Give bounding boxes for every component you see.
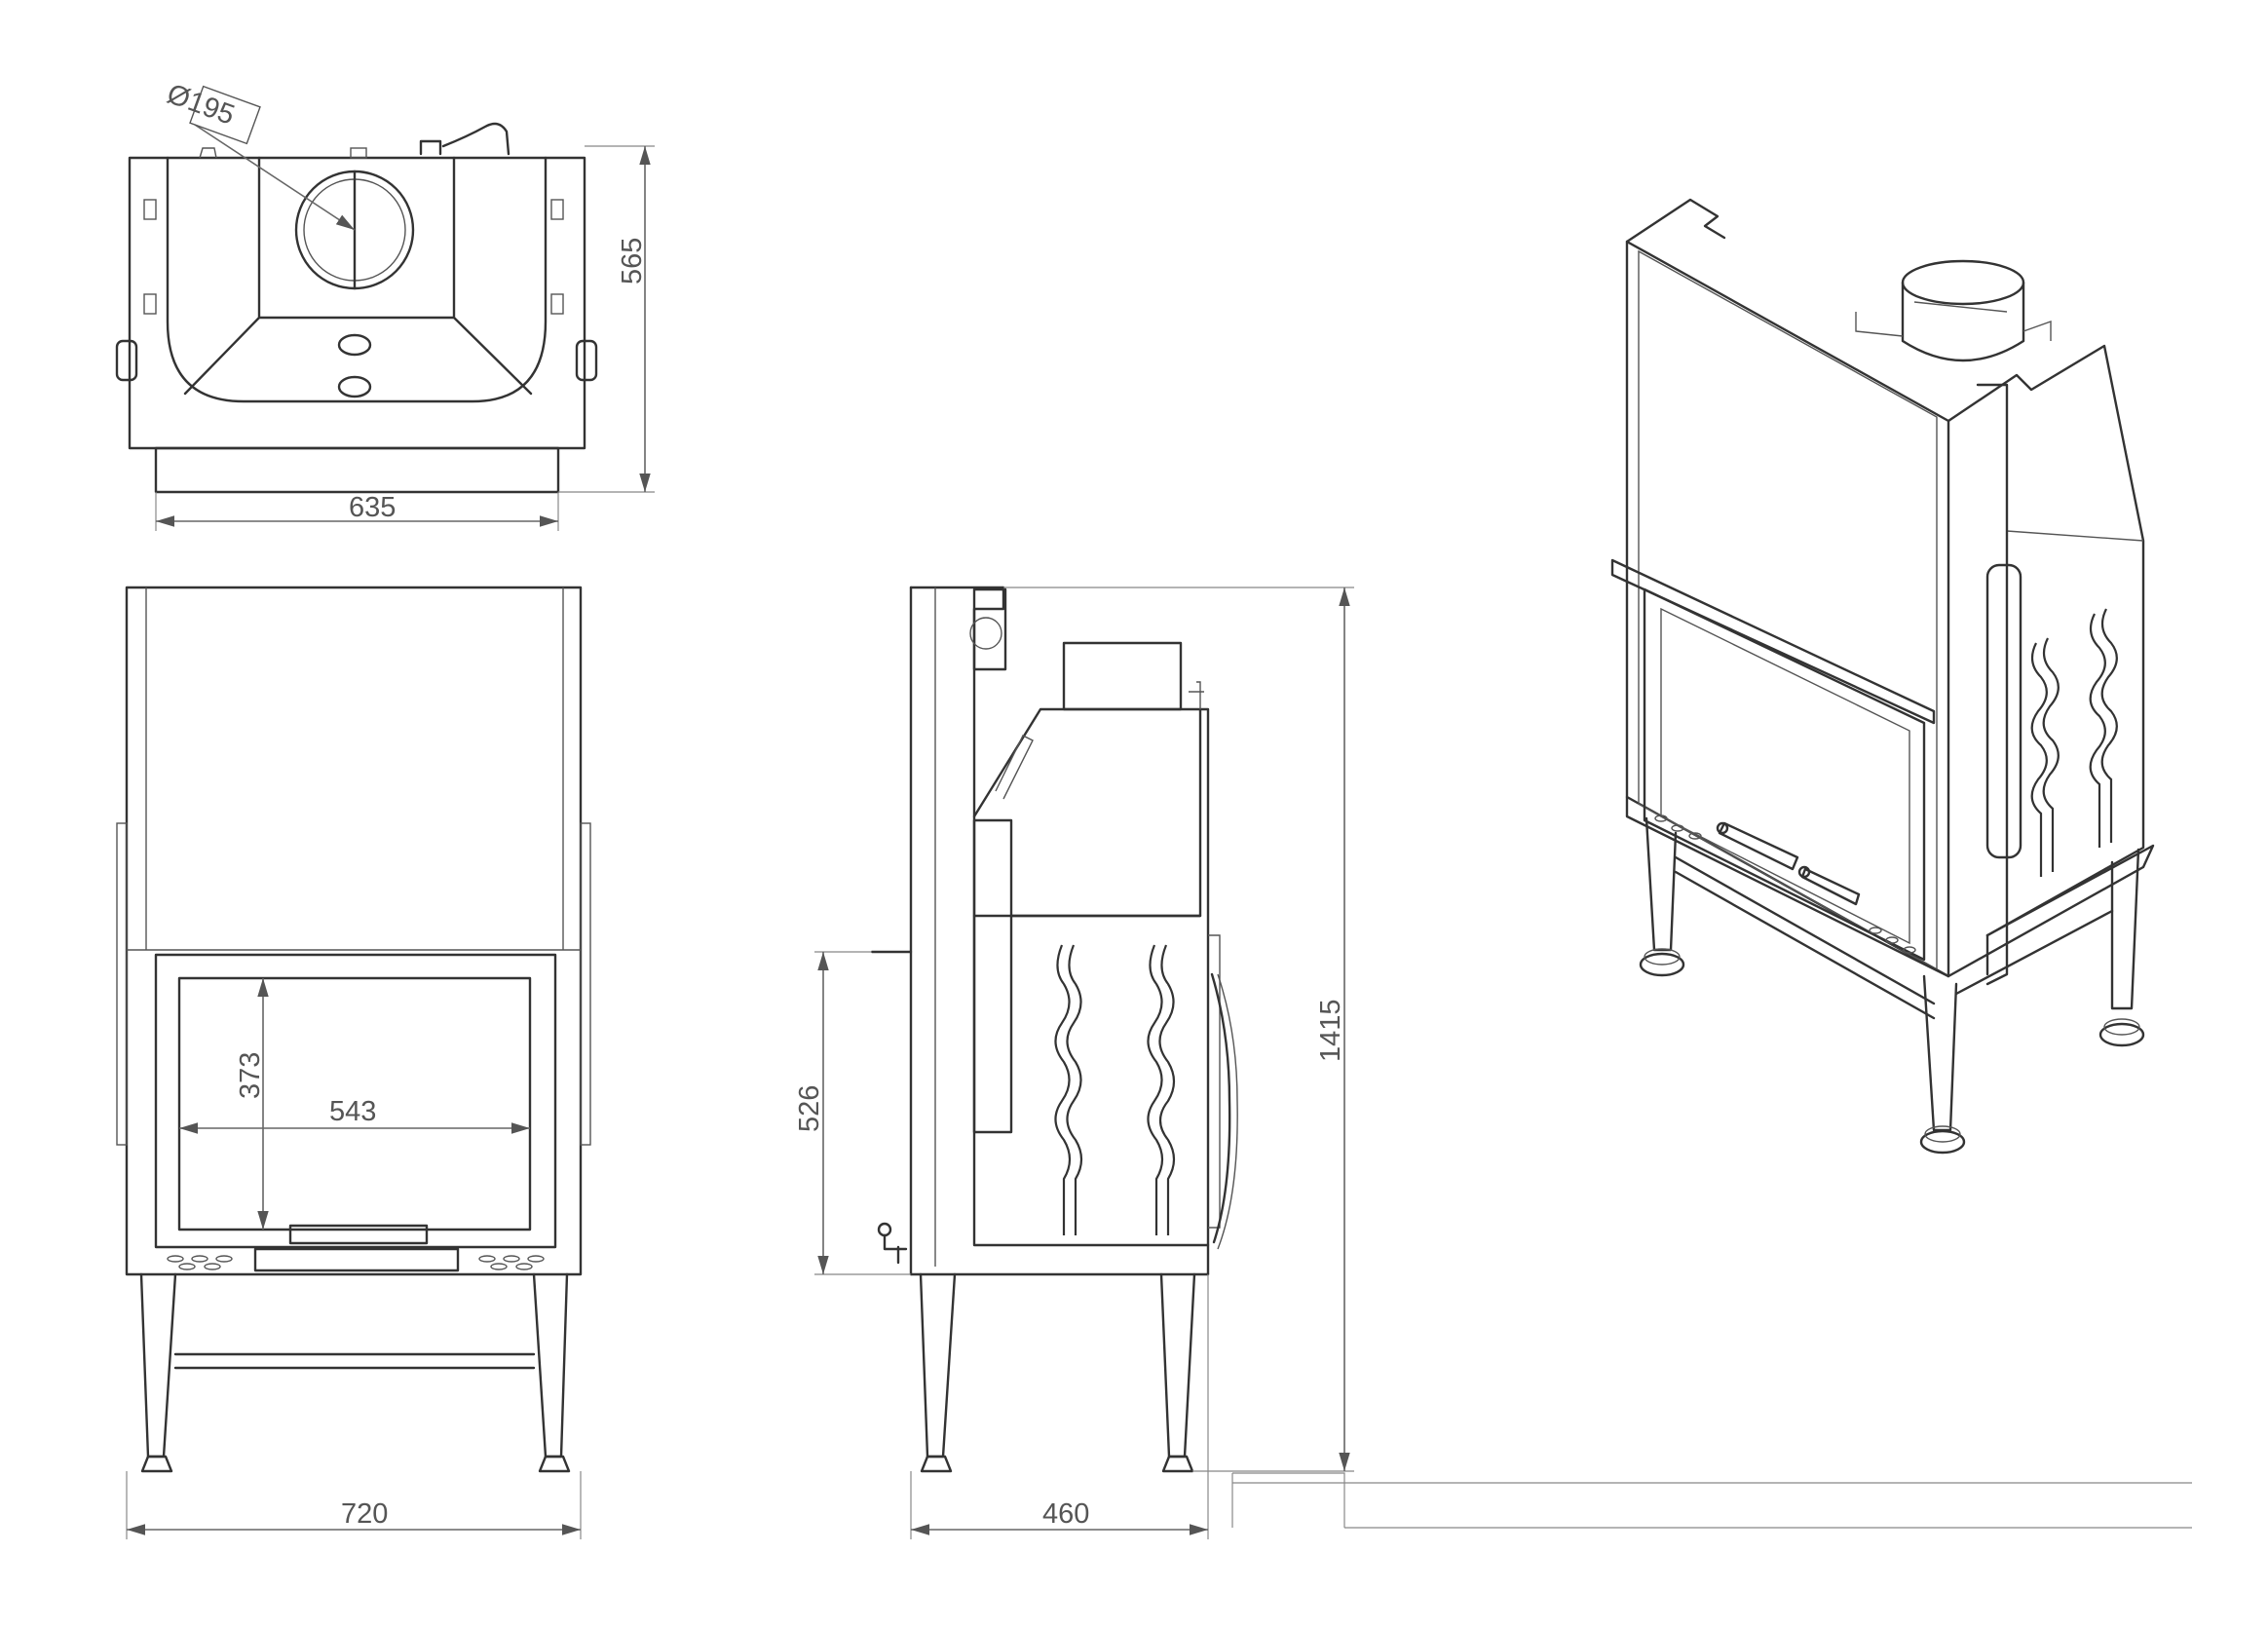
iso-flue-collar [1901,259,2025,306]
width-label: 635 [349,492,396,523]
overall-width-label: 720 [341,1498,388,1530]
glass-width-label: 543 [329,1096,376,1127]
glass-height-label: 373 [235,1052,266,1099]
depth-label: 565 [617,238,648,284]
overall-depth-label: 460 [1042,1498,1089,1530]
top-view: Ø195 565 635 [115,78,655,531]
door-frame [154,953,557,1249]
door-glass [177,976,532,1231]
overall-height-label: 1415 [1315,999,1346,1062]
door-height-label: 526 [794,1085,825,1132]
front-view: 373 543 720 [116,586,591,1539]
side-view: 526 1415 460 [794,586,2192,1539]
isometric-view [1610,198,2155,1155]
flue-diameter-label: Ø195 [163,78,239,131]
